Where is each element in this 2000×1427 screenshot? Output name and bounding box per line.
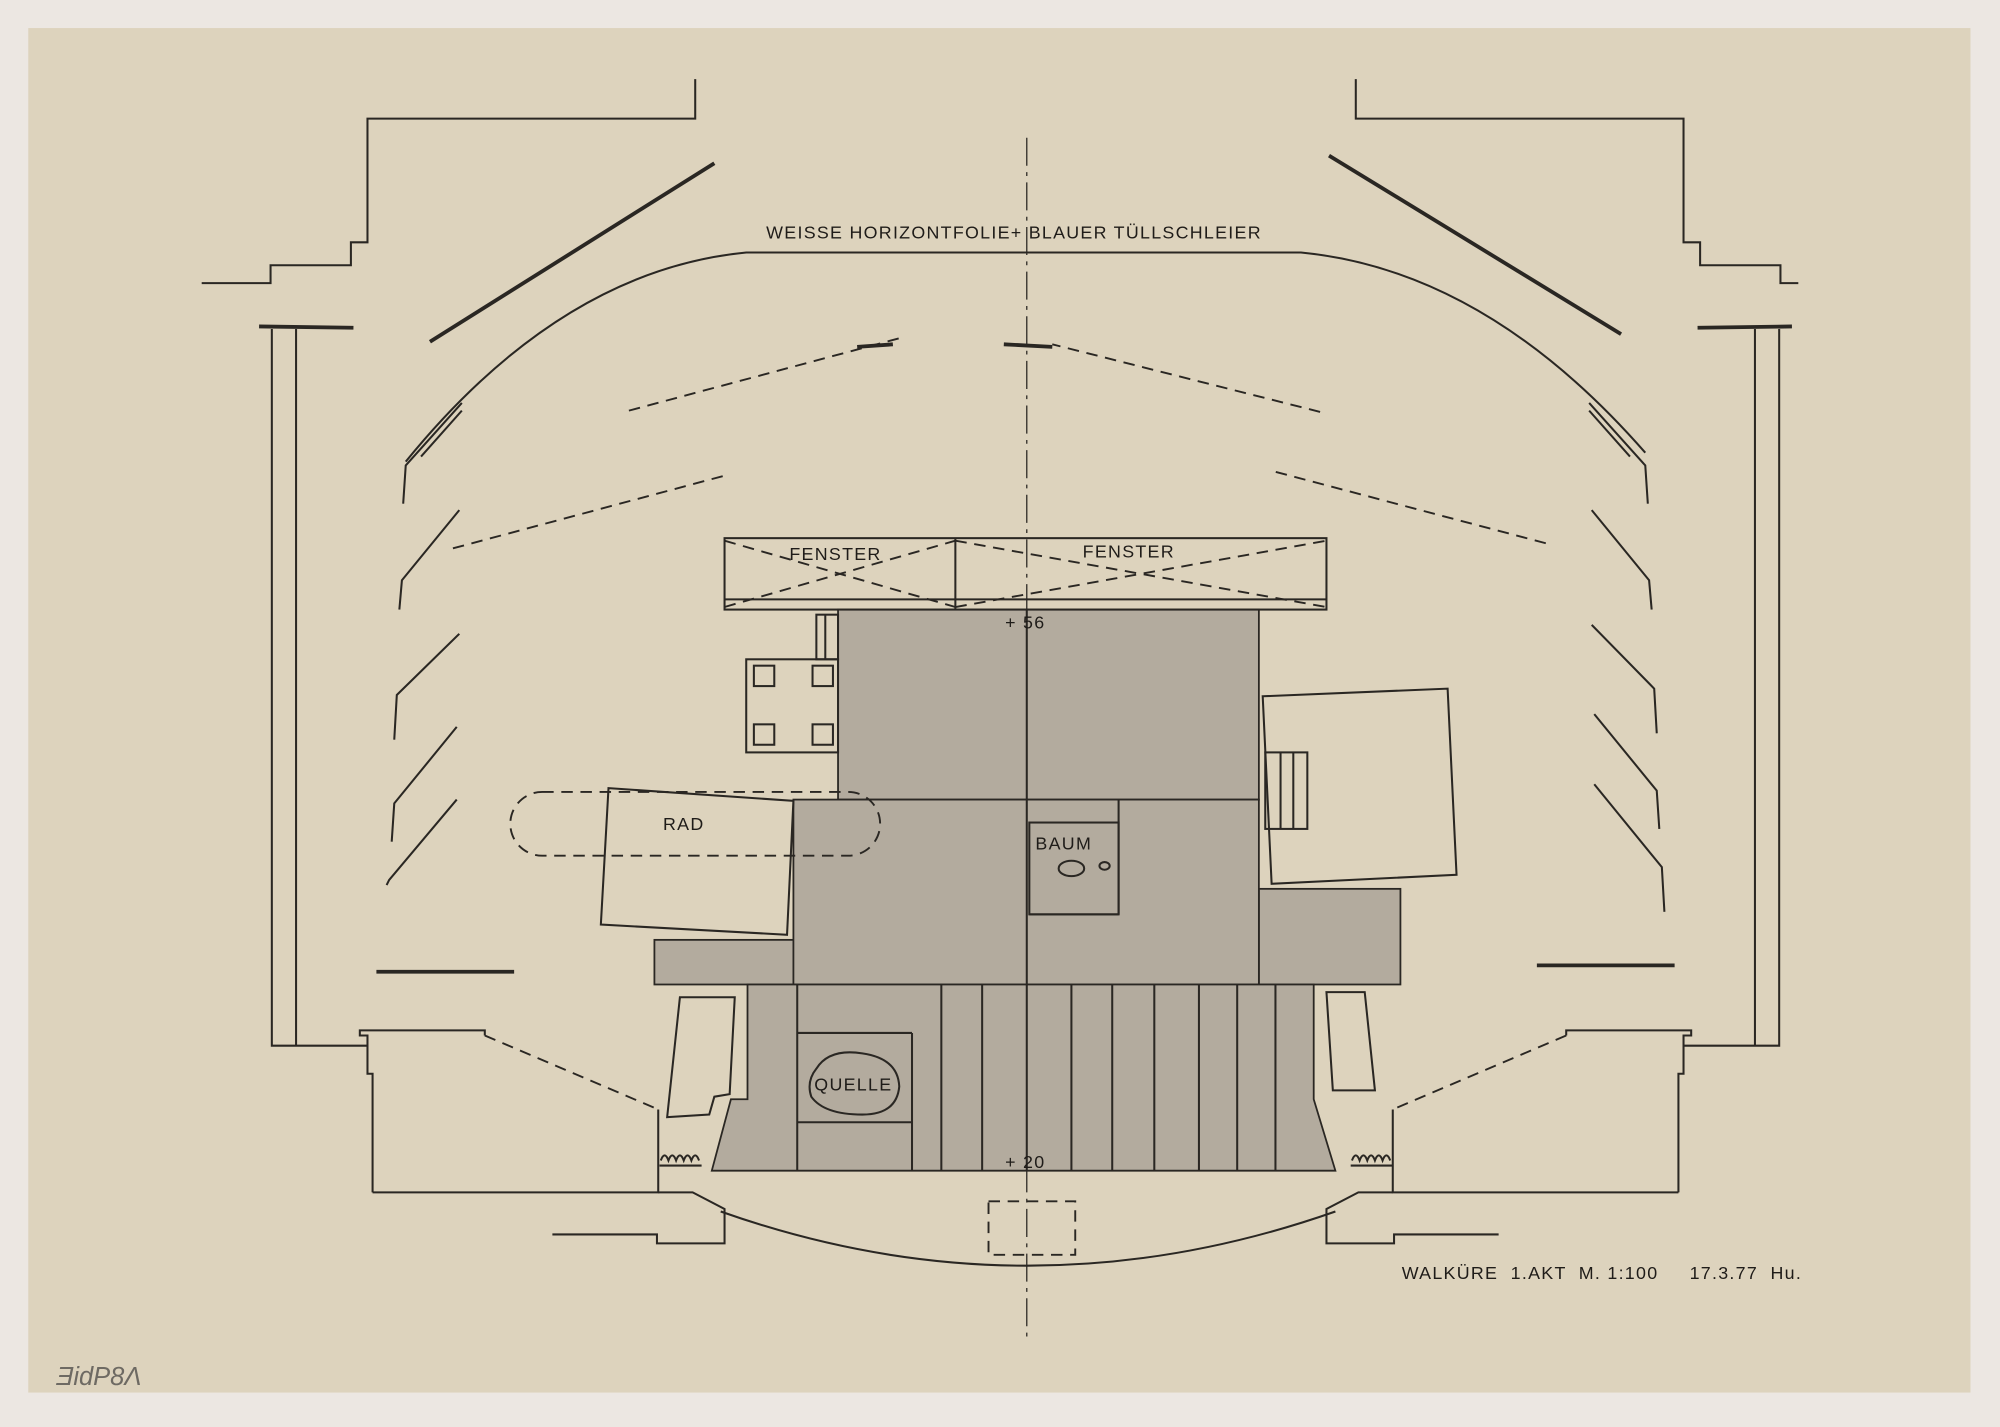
title-block: WALKÜRE 1.AKT M. 1:100 17.3.77 Hu. [1402,1263,1802,1283]
left-side-piece [666,996,736,1119]
right-stair-platform [1261,687,1458,885]
table-element [745,613,840,754]
archive-mark: ƎidP8Λ [55,1363,141,1391]
tree-element: BAUM [1028,821,1120,916]
svg-text:FENSTER: FENSTER [1083,541,1175,561]
stage-architecture-right [1003,79,1799,1245]
svg-text:BAUM: BAUM [1035,833,1092,853]
level-bottom: + 20 [1005,1152,1045,1172]
horizon-label: WEISSE HORIZONTFOLIE+ BLAUER TÜLLSCHLEIE… [766,222,1262,242]
right-side-piece [1325,991,1377,1092]
svg-text:QUELLE: QUELLE [814,1074,892,1094]
front-arc [720,1210,1336,1267]
spring-element: QUELLE [808,1051,901,1116]
spring-symbols [659,1154,1393,1167]
svg-text:FENSTER: FENSTER [789,544,881,564]
wheel-element: RAD [509,787,882,936]
stage-architecture-left [201,79,901,1245]
window-elements: FENSTER FENSTER [723,537,1328,611]
horizon-curve [404,251,1647,463]
svg-text:RAD: RAD [663,814,704,834]
level-top: + 56 [1005,613,1045,633]
